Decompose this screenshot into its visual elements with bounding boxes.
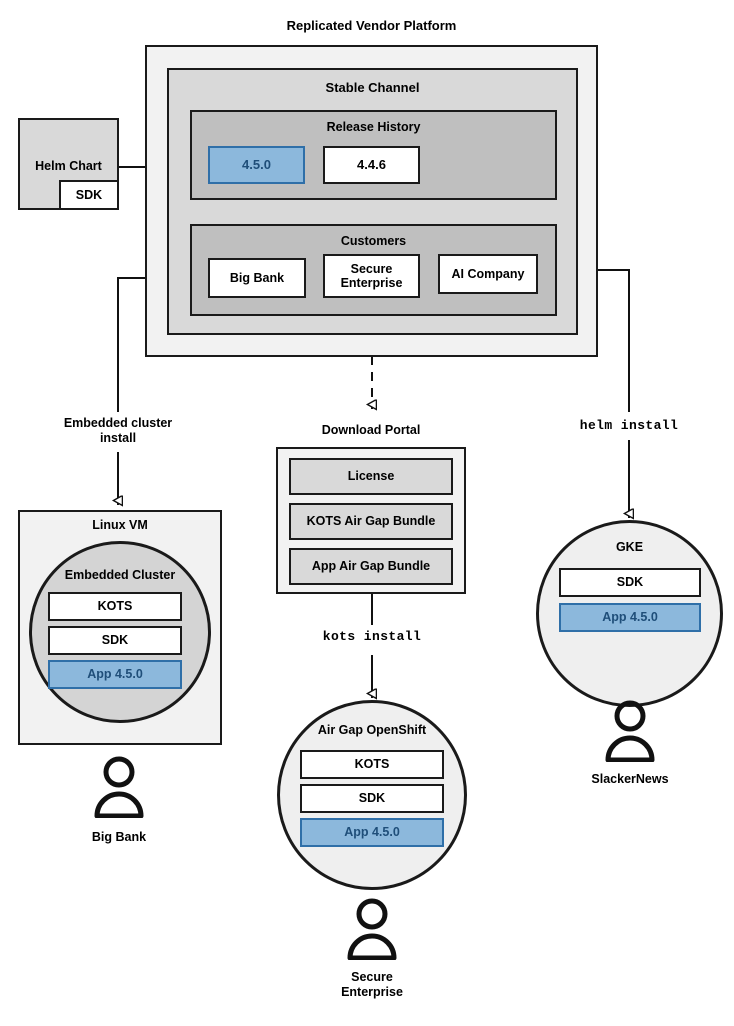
airgap-customer-label: Secure Enterprise: [292, 970, 452, 1000]
airgap-component-sdk[interactable]: SDK: [300, 784, 444, 813]
gke-component-sdk[interactable]: SDK: [559, 568, 701, 597]
airgap-customer-line1: Secure: [351, 970, 393, 984]
linux-vm-label: Linux VM: [92, 518, 148, 532]
linux-vm-component-sdk[interactable]: SDK: [48, 626, 182, 655]
customers-label: Customers: [340, 234, 407, 248]
airgap-component-kots[interactable]: KOTS: [300, 750, 444, 779]
linux-vm-component-kots[interactable]: KOTS: [48, 592, 182, 621]
flow-label-embedded-cluster-install: Embedded cluster install: [38, 416, 198, 446]
helm-chart-label: Helm Chart: [35, 159, 102, 173]
customer-ai-company[interactable]: AI Company: [438, 254, 538, 294]
download-artifact-license[interactable]: License: [289, 458, 453, 495]
customer-secure-enterprise[interactable]: Secure Enterprise: [323, 254, 420, 298]
flow-label-kots-install: kots install: [322, 629, 422, 644]
customer-secure-enterprise-line1: Secure: [350, 261, 393, 276]
flow-label-line1: Embedded cluster: [63, 416, 173, 430]
page-title: Replicated Vendor Platform: [286, 18, 457, 33]
customer-secure-enterprise-line2: Enterprise: [340, 276, 403, 290]
release-version-4-5-0[interactable]: 4.5.0: [208, 146, 305, 184]
flow-label-line2: install: [99, 430, 137, 445]
release-version-4-4-6[interactable]: 4.4.6: [323, 146, 420, 184]
release-history-label: Release History: [326, 120, 421, 134]
avatar-slackernews: [605, 700, 655, 762]
flow-label-helm-install: helm install: [579, 418, 679, 433]
stable-channel-label: Stable Channel: [325, 80, 420, 95]
avatar-big-bank: [94, 756, 144, 818]
airgap-customer-line2: Enterprise: [341, 984, 403, 999]
linux-vm-customer-label: Big Bank: [91, 830, 147, 844]
download-portal-label: Download Portal: [321, 423, 421, 437]
airgap-component-app[interactable]: App 4.5.0: [300, 818, 444, 847]
avatar-secure-enterprise: [347, 898, 397, 960]
download-artifact-app-air-gap-bundle[interactable]: App Air Gap Bundle: [289, 548, 453, 585]
gke-label: GKE: [615, 540, 644, 554]
linux-vm-component-app[interactable]: App 4.5.0: [48, 660, 182, 689]
download-artifact-kots-air-gap-bundle[interactable]: KOTS Air Gap Bundle: [289, 503, 453, 540]
airgap-openshift-label: Air Gap OpenShift: [317, 723, 427, 737]
gke-customer-label: SlackerNews: [591, 772, 669, 786]
gke-component-app[interactable]: App 4.5.0: [559, 603, 701, 632]
customer-big-bank[interactable]: Big Bank: [208, 258, 306, 298]
embedded-cluster-label: Embedded Cluster: [64, 568, 176, 582]
helm-chart-sdk-box[interactable]: SDK: [59, 180, 119, 210]
